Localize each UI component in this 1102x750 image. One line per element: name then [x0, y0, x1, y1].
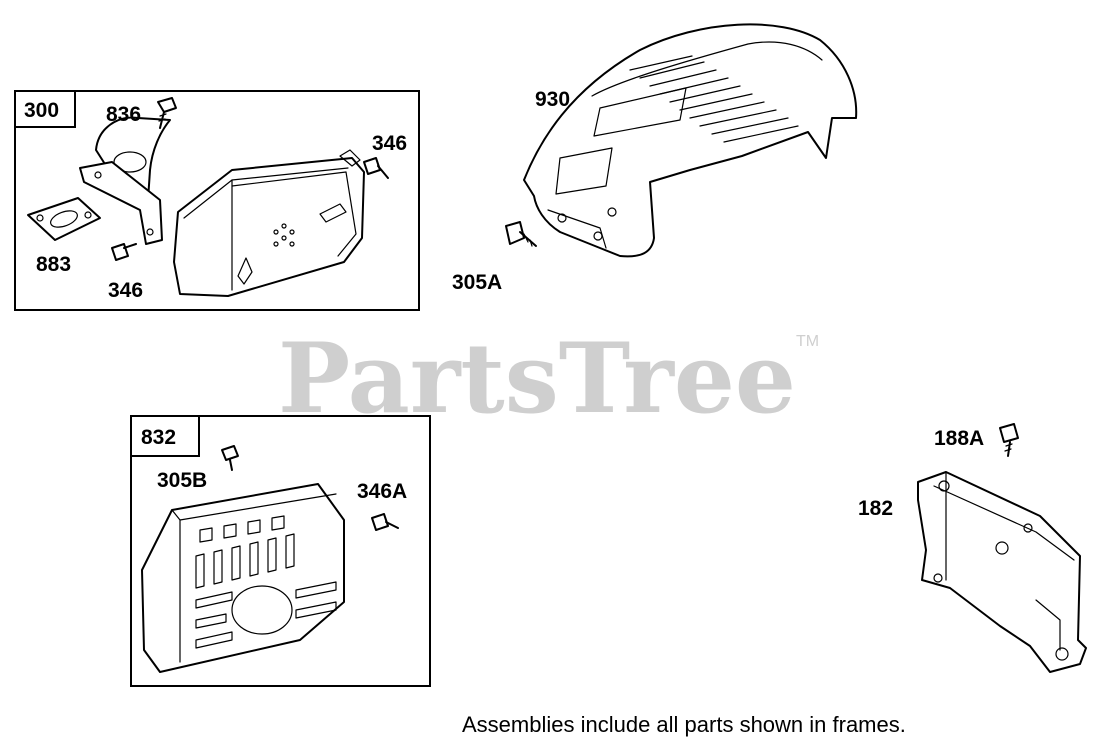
part-screw-346-bottom[interactable]: [111, 243, 137, 261]
frame-label-300: 300: [24, 99, 59, 122]
label-182: 182: [858, 497, 893, 520]
label-305A: 305A: [452, 271, 502, 294]
part-screw-346-top[interactable]: [363, 157, 389, 179]
label-305B: 305B: [157, 469, 207, 492]
label-346A: 346A: [357, 480, 407, 503]
part-blower-housing-930[interactable]: [523, 23, 858, 258]
part-bracket-182[interactable]: [917, 471, 1087, 673]
label-930: 930: [535, 88, 570, 111]
part-muffler-body[interactable]: [173, 149, 365, 297]
part-muffler-pipe[interactable]: [79, 116, 171, 245]
label-836: 836: [106, 103, 141, 126]
part-muffler-guard-832[interactable]: [141, 483, 345, 673]
part-screw-346A[interactable]: [371, 513, 399, 531]
frame-label-832: 832: [141, 426, 176, 449]
frame-300[interactable]: 300: [14, 90, 420, 311]
part-screw-836[interactable]: [157, 97, 177, 129]
label-346-top: 346: [372, 132, 407, 155]
watermark-brand: PartsTree: [278, 322, 796, 435]
part-screw-188A[interactable]: [999, 423, 1019, 457]
label-188A: 188A: [934, 427, 984, 450]
label-346-bottom: 346: [108, 279, 143, 302]
frames-footnote: Assemblies include all parts shown in fr…: [462, 712, 906, 737]
label-883: 883: [36, 253, 71, 276]
part-screw-305A[interactable]: [505, 221, 537, 247]
part-gasket-883[interactable]: [27, 197, 101, 241]
watermark-trademark: TM: [796, 333, 819, 350]
part-screw-305B[interactable]: [221, 445, 239, 471]
frame-832[interactable]: 832: [130, 415, 431, 687]
